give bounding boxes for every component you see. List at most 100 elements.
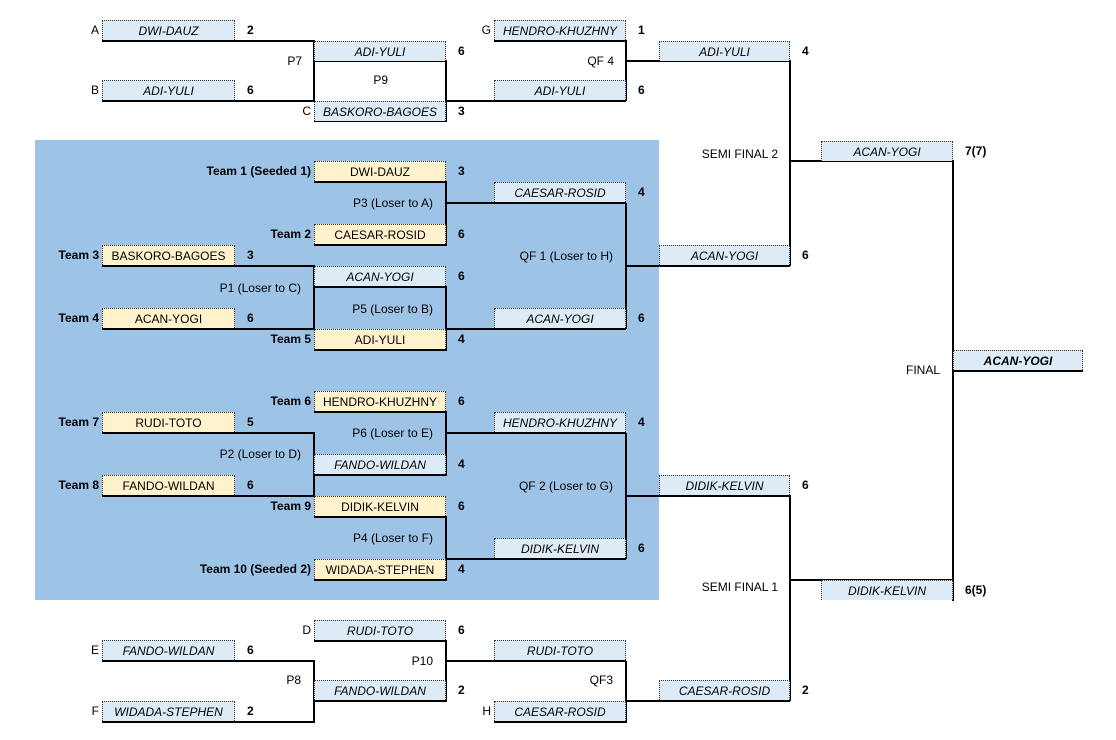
score: 4 <box>458 562 465 576</box>
slot-letter-label: F <box>91 704 99 718</box>
team-slot: RUDI-TOTO <box>494 640 626 660</box>
score: 6 <box>458 269 465 283</box>
score: 4 <box>638 185 645 199</box>
team-slot: FANDO-WILDAN <box>102 475 235 495</box>
team-seed-label: Team 3 <box>58 248 99 262</box>
score: 3 <box>458 164 465 178</box>
team-slot: ACAN-YOGI <box>314 266 446 286</box>
score: 6 <box>458 623 465 637</box>
team-slot: DIDIK-KELVIN <box>494 538 626 558</box>
team-slot: WIDADA-STEPHEN <box>314 559 446 579</box>
match-label: QF3 <box>589 673 613 687</box>
match-label: P9 <box>373 73 388 87</box>
team-slot: WIDADA-STEPHEN <box>102 701 235 721</box>
team-seed-label: Team 10 (Seeded 2) <box>199 562 311 576</box>
team-slot: DIDIK-KELVIN <box>314 496 446 516</box>
match-label: P5 (Loser to B) <box>352 302 433 316</box>
team-slot: ADI-YULI <box>314 329 446 349</box>
score: 2 <box>247 23 254 37</box>
team-seed-label: Team 4 <box>58 311 99 325</box>
match-label: P4 (Loser to F) <box>352 531 433 545</box>
team-slot: RUDI-TOTO <box>102 412 235 432</box>
team-slot: FANDO-WILDAN <box>314 680 446 700</box>
team-slot: ADI-YULI <box>314 41 446 61</box>
score: 6 <box>458 44 465 58</box>
match-label: P10 <box>411 654 433 668</box>
match-label: SEMI FINAL 2 <box>701 147 778 161</box>
score: 4 <box>638 415 645 429</box>
score: 6 <box>247 478 254 492</box>
match-label: FINAL <box>905 363 940 377</box>
score: 6(5) <box>965 583 987 597</box>
score: 6 <box>458 227 465 241</box>
score: 6 <box>802 248 809 262</box>
score: 6 <box>247 311 254 325</box>
team-seed-label: Team 8 <box>58 478 99 492</box>
score: 7(7) <box>965 144 987 158</box>
team-seed-label: Team 9 <box>270 499 311 513</box>
team-slot: FANDO-WILDAN <box>314 454 446 474</box>
score: 5 <box>247 415 254 429</box>
team-slot: ADI-YULI <box>659 41 790 61</box>
slot-letter-label: H <box>482 704 491 718</box>
match-label: P2 (Loser to D) <box>219 447 301 461</box>
team-seed-label: Team 5 <box>270 332 311 346</box>
score: 2 <box>802 683 809 697</box>
score: 6 <box>247 643 254 657</box>
score: 6 <box>247 83 254 97</box>
match-label: P8 <box>286 673 301 687</box>
slot-letter-label: B <box>90 83 99 97</box>
score: 6 <box>458 499 465 513</box>
score: 2 <box>458 683 465 697</box>
team-seed-label: Team 1 (Seeded 1) <box>206 164 311 178</box>
team-slot: ACAN-YOGI <box>102 308 235 328</box>
team-slot: HENDRO-KHUZHNY <box>314 391 446 411</box>
team-slot: ACAN-YOGI <box>821 141 953 161</box>
slot-letter-label: E <box>90 643 99 657</box>
team-seed-label: Team 6 <box>270 394 311 408</box>
score: 6 <box>802 478 809 492</box>
team-slot: FANDO-WILDAN <box>102 640 235 660</box>
score: 2 <box>247 704 254 718</box>
match-label: QF 4 <box>587 54 614 68</box>
team-slot: HENDRO-KHUZHNY <box>494 412 626 432</box>
match-label: P3 (Loser to A) <box>352 196 433 210</box>
score: 4 <box>802 44 809 58</box>
team-slot: ACAN-YOGI <box>659 245 790 265</box>
match-label: QF 2 (Loser to G) <box>518 479 613 493</box>
team-slot: RUDI-TOTO <box>314 620 446 640</box>
team-seed-label: Team 7 <box>58 415 99 429</box>
team-slot: ACAN-YOGI <box>953 350 1083 370</box>
score: 3 <box>458 104 465 118</box>
main-draw-region <box>35 140 659 600</box>
score: 6 <box>638 311 645 325</box>
score: 3 <box>247 248 254 262</box>
score: 6 <box>458 394 465 408</box>
slot-letter-label: D <box>302 623 311 637</box>
score: 6 <box>638 83 645 97</box>
team-seed-label: Team 2 <box>270 227 311 241</box>
team-slot: CAESAR-ROSID <box>314 224 446 244</box>
team-slot: DIDIK-KELVIN <box>821 580 953 600</box>
match-label: P7 <box>287 54 302 68</box>
match-label: QF 1 (Loser to H) <box>519 249 613 263</box>
team-slot: HENDRO-KHUZHNY <box>494 20 626 40</box>
score: 1 <box>638 23 645 37</box>
team-slot: ADI-YULI <box>494 80 626 100</box>
team-slot: DIDIK-KELVIN <box>659 475 790 495</box>
match-label: P1 (Loser to C) <box>219 281 301 295</box>
slot-letter-label: C <box>302 104 311 118</box>
team-slot: CAESAR-ROSID <box>659 680 790 700</box>
team-slot: CAESAR-ROSID <box>494 182 626 202</box>
team-slot: BASKORO-BAGOES <box>102 245 235 265</box>
team-slot: DWI-DAUZ <box>314 161 446 181</box>
score: 4 <box>458 332 465 346</box>
score: 4 <box>458 457 465 471</box>
team-slot: DWI-DAUZ <box>102 20 235 40</box>
slot-letter-label: G <box>481 23 491 37</box>
team-slot: ADI-YULI <box>102 80 235 100</box>
match-label: SEMI FINAL 1 <box>701 580 778 594</box>
slot-letter-label: A <box>90 23 99 37</box>
